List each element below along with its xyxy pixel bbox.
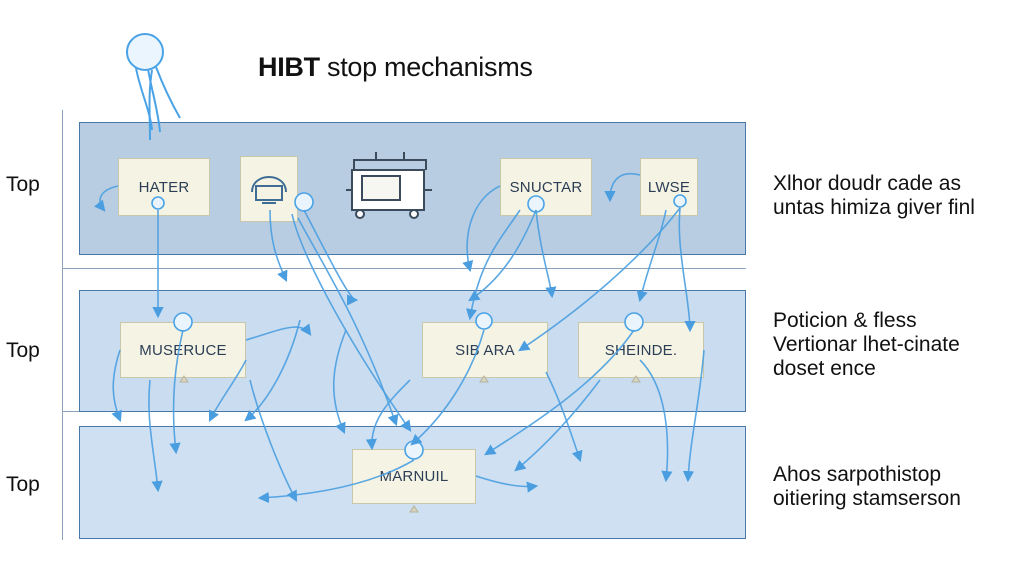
side-note-3-line-1: Ahos sarpothistop [773, 463, 942, 486]
monitor-icon [251, 176, 287, 204]
title-bold: HIBT [258, 52, 320, 82]
side-note-2-line-2: Vertionar lhet-cinate [773, 333, 960, 356]
side-note-3: Ahos sarpothistop oitiering stamserson [773, 463, 961, 511]
row-label-1: Top [6, 173, 40, 196]
side-note-1-line-2: untas himiza giver finl [773, 196, 975, 219]
side-note-2-line-3: doset ence [773, 357, 876, 380]
machine-icon [346, 152, 432, 219]
connector-arrows [94, 173, 705, 504]
box-monitor [240, 156, 298, 222]
side-note-2: Poticion & fless Vertionar lhet-cinate d… [773, 309, 960, 381]
row-label-2: Top [6, 339, 40, 362]
side-note-2-line-1: Poticion & fless [773, 309, 917, 332]
bulb-icon [151, 192, 687, 460]
box-handles [179, 375, 641, 513]
box-snuctar: SNUCTAR [500, 158, 592, 216]
box-hater: HATER [118, 158, 210, 216]
side-note-1-line-1: Xlhor doudr cade as [773, 172, 961, 195]
diagram-title: HIBT stop mechanisms [258, 52, 533, 83]
title-rest: stop mechanisms [327, 52, 533, 82]
row-label-3: Top [6, 473, 40, 496]
side-note-3-line-2: oitiering stamserson [773, 487, 961, 510]
box-sibara: SIB ARA [422, 322, 548, 378]
row-separator-1 [62, 268, 746, 269]
side-note-1: Xlhor doudr cade as untas himiza giver f… [773, 172, 975, 220]
left-frame-line [62, 110, 63, 540]
box-lwse: LWSE [640, 158, 698, 216]
balloon-icon [126, 33, 181, 141]
